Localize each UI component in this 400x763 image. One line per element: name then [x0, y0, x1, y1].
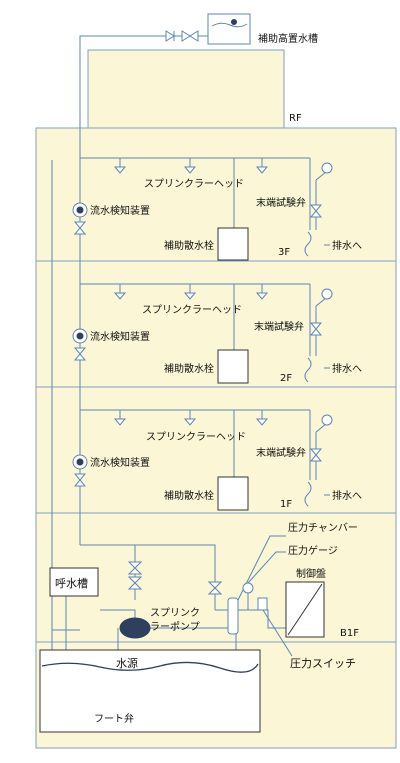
riser-valve-icon	[73, 347, 87, 361]
pressure-gauge-leader	[247, 551, 286, 584]
terminal-test-valve-label: 末端試験弁	[254, 320, 304, 333]
rooftop-structure	[87, 49, 285, 129]
water-surface-icon	[41, 661, 259, 673]
sprinkler-head-icon	[113, 158, 127, 174]
rf-floor-label: RF	[289, 113, 302, 124]
discharge-valve-icon	[207, 581, 223, 595]
tank-gate-valve-icon	[181, 30, 199, 42]
sprinkler-head-icon	[255, 284, 269, 300]
pressure-chamber-label: 圧力チャンバー	[288, 521, 358, 534]
sprinkler-head-label: スプリンクラーヘッド	[142, 304, 242, 316]
flow-detection-label: 流水検知装置	[90, 456, 150, 469]
sprinkler-pump-icon	[119, 617, 151, 639]
pressure-gauge-icon	[242, 582, 254, 594]
priming-water-tank	[49, 567, 99, 597]
pump-label-line1: スプリンク	[150, 607, 200, 619]
flow-detection-label: 流水検知装置	[90, 330, 150, 343]
terminal-test-valve-icon	[309, 204, 323, 218]
floor-label: B1F	[340, 628, 359, 639]
control-panel-label: 制御盤	[296, 567, 326, 580]
pressure-chamber-leader	[237, 535, 286, 601]
drain-label: 排水へ	[332, 362, 362, 375]
sprinkler-head-icon	[183, 158, 197, 174]
floor-label: 3F	[278, 247, 290, 258]
water-source-tank	[39, 649, 261, 733]
pump-label-line2: ラーポンプ	[150, 621, 200, 633]
drain-label: 排水へ	[332, 489, 362, 502]
terminal-test-valve-label: 末端試験弁	[256, 196, 306, 209]
tank-water-surface	[211, 22, 248, 28]
test-pressure-gauge-icon	[321, 288, 333, 300]
water-source: 水源 フート弁	[39, 649, 261, 733]
riser-valve-icon	[73, 221, 87, 235]
pump-gate-valve-icon	[127, 576, 143, 590]
test-pressure-gauge-icon	[321, 414, 333, 426]
test-pressure-gauge-icon	[321, 162, 333, 174]
auxiliary-elevated-tank	[207, 13, 251, 45]
auxiliary-hydrant-label: 補助散水栓	[164, 239, 214, 252]
auxiliary-hydrant-box	[217, 476, 249, 511]
floor-1f: スプリンクラーヘッド 補助散水栓 1F 流水検知装置 末端試験弁 排水へ	[72, 409, 362, 511]
sprinkler-head-icon	[113, 284, 127, 300]
water-source-label: 水源	[116, 656, 138, 670]
pump-check-valve-icon	[127, 561, 143, 575]
auxiliary-tank-label: 補助高置水槽	[258, 32, 318, 45]
priming-tank-label: 呼水槽	[55, 577, 88, 590]
building-body	[35, 127, 397, 749]
terminal-test-valve-label: 末端試験弁	[256, 446, 306, 459]
auxiliary-hydrant-label: 補助散水栓	[164, 489, 214, 502]
tank-supply-pipe	[79, 35, 208, 160]
floor-2f: スプリンクラーヘッド 補助散水栓 2F 流水検知装置 末端試験弁 排水へ	[72, 283, 362, 384]
pressure-switch-label: 圧力スイッチ	[290, 657, 356, 670]
sprinkler-head-icon	[113, 410, 127, 426]
foot-valve-label: フート弁	[94, 712, 134, 725]
pressure-switch-leader	[262, 609, 293, 657]
tank-check-valve-icon	[165, 30, 175, 42]
auxiliary-hydrant-box	[217, 349, 249, 384]
floor-label: 2F	[280, 373, 292, 384]
drain-label: 排水へ	[332, 239, 362, 252]
sprinkler-head-label: スプリンクラーヘッド	[144, 178, 244, 190]
sprinkler-head-icon	[255, 410, 269, 426]
pressure-switch-icon	[257, 597, 268, 611]
pressure-gauge-label: 圧力ゲージ	[288, 544, 338, 557]
floor-b1f: 呼水槽 スプリンク ラーポンプ 圧力チャンバー 圧力ゲージ 圧力スイッチ 制御盤…	[49, 521, 359, 670]
terminal-test-valve-icon	[309, 448, 323, 462]
tank-float-icon	[231, 19, 237, 25]
auxiliary-hydrant-box	[217, 227, 249, 261]
sprinkler-head-icon	[255, 158, 269, 174]
floor-label: 1F	[280, 499, 292, 510]
sprinkler-head-icon	[183, 410, 197, 426]
auxiliary-hydrant-label: 補助散水栓	[164, 362, 214, 375]
terminal-test-valve-icon	[309, 322, 323, 336]
sprinkler-head-icon	[183, 284, 197, 300]
floor-3f: スプリンクラーヘッド 補助散水栓 3F 流水検知装置 末端試験弁 排水へ	[72, 157, 362, 261]
flow-detection-label: 流水検知装置	[90, 204, 150, 217]
pressure-chamber	[227, 597, 239, 635]
riser-valve-icon	[73, 473, 87, 487]
sprinkler-head-label: スプリンクラーヘッド	[146, 431, 246, 443]
